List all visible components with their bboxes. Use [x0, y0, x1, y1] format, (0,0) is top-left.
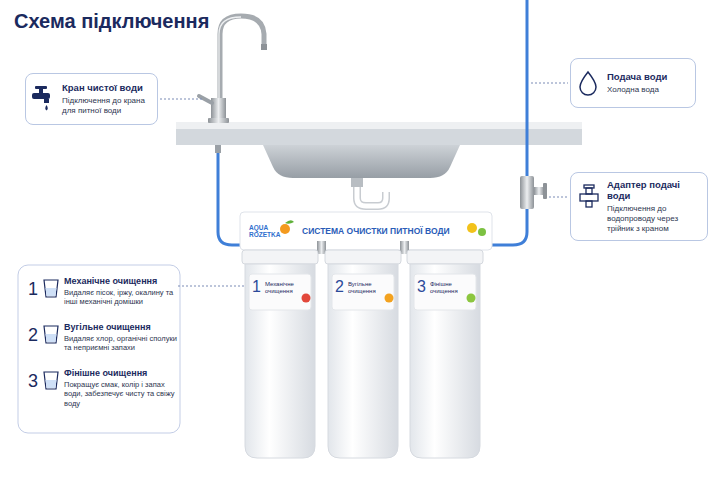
housings: [242, 250, 483, 458]
node-heading: 3: [417, 279, 426, 295]
leader-line: [549, 197, 568, 198]
node-text: Підключення до водопроводу через трійник…: [607, 204, 701, 234]
callout-box: Адаптер подачі водиПідключення до водопр…: [570, 172, 708, 241]
node-heading: Механічне очищення: [64, 276, 178, 287]
node-text: Покращує смак, колір і запах води, забез…: [64, 380, 178, 408]
callout-number: 3: [28, 372, 38, 390]
sink-bowl: [263, 145, 460, 178]
leader-connector: [178, 286, 245, 287]
header-fruit: [478, 228, 486, 236]
sticker-fruit: [467, 294, 476, 303]
filter-header: AQUA ROZETKA СИСТЕМА ОЧИСТКИ ПИТНОЇ ВОДИ: [240, 212, 492, 250]
tap-icon: [32, 86, 50, 111]
glass-icon: [44, 326, 58, 343]
filter-housing: 3 Фінішне очищення: [410, 264, 480, 458]
drop-icon: [580, 72, 596, 95]
node-heading: AQUA ROZETKA: [249, 224, 279, 238]
stage-item: Механічне очищенняВидаляє пісок, іржу, о…: [64, 276, 178, 307]
callout-box: Кран чистої водиПідключення до крана для…: [25, 73, 158, 125]
drain: [351, 178, 363, 187]
drain-trap-outline: [357, 187, 386, 206]
node-heading: 1: [252, 279, 261, 295]
housing-body: [328, 264, 398, 458]
valve-icon-outlet: [586, 201, 592, 207]
filter-housing: 2 Вугільне очищення: [328, 264, 398, 458]
faucet-base: [211, 98, 226, 120]
housing-cap: [407, 250, 483, 264]
valve-icon-handle: [584, 185, 594, 188]
countertop: [176, 122, 582, 145]
housing-body: [245, 264, 315, 458]
faucet-spout: [220, 16, 264, 100]
glass-water: [46, 380, 57, 388]
tee-branch: [534, 187, 544, 195]
glass-water: [46, 288, 57, 388]
node-text: СИСТЕМА ОЧИСТКИ ПИТНОЇ ВОДИ: [302, 226, 450, 236]
node-text: Видаляє пісок, іржу, окалину та інші мех…: [64, 288, 178, 307]
counter-edge: [176, 129, 582, 145]
valve-icon-pipe: [580, 194, 598, 201]
callout-number: 1: [28, 280, 38, 298]
counter-top: [176, 122, 582, 129]
tap-icon-handle: [35, 86, 47, 89]
faucet-collar: [208, 118, 229, 123]
sticker: [249, 274, 311, 310]
node-heading: Вугільне очищення: [64, 322, 178, 333]
node-text: Холодна вода: [607, 85, 689, 95]
logo-leaf: [285, 220, 294, 224]
node-text: Вугільне очищення: [348, 281, 382, 295]
header-fruit: [467, 223, 477, 233]
node-text: Фінішне очищення: [430, 281, 464, 295]
stage-item: Вугільне очищенняВидаляє хлор, органічні…: [64, 322, 178, 353]
sticker-fruit: [302, 294, 311, 303]
housing-body: [410, 264, 480, 458]
tap-icon-drop: [45, 105, 48, 111]
sticker-fruit: [385, 294, 394, 303]
stages-panel: [18, 265, 180, 433]
node-text: Механічне очищення: [265, 281, 299, 295]
glass-water: [46, 288, 57, 296]
filter-header: [240, 212, 492, 250]
tee-valve: [543, 183, 547, 199]
node-heading: Подача води: [607, 71, 689, 82]
glass-icon: [44, 372, 58, 389]
node-text: Видаляє хлор, органічні сполуки та непри…: [64, 334, 178, 353]
clean-water-tube: [218, 153, 241, 245]
callout-number: 2: [28, 326, 38, 344]
diagram-title: Схема підключення: [14, 10, 209, 33]
glass-icons: [44, 280, 58, 389]
faucet-shank: [215, 145, 221, 153]
callout-box: Подача водиХолодна вода: [570, 58, 696, 108]
tap-icon-spout: [44, 99, 49, 103]
node-heading: Адаптер подачі води: [607, 179, 701, 202]
node-heading: Кран чистої води: [62, 82, 151, 93]
leader-line: [531, 83, 568, 84]
valve-icon: [580, 185, 598, 207]
glass-water: [46, 334, 57, 342]
housing-cap: [325, 250, 401, 264]
stage-item: Фінішне очищенняПокращує смак, колір і з…: [64, 368, 178, 408]
filter-housing: 1 Механічне очищення: [245, 264, 315, 458]
valve-icon-stem: [586, 188, 592, 194]
inlet-tube: [491, 208, 527, 245]
supply-pipe: [526, 0, 529, 180]
sticker: [332, 274, 394, 310]
adapter-tee: [520, 176, 547, 209]
housing-cap: [242, 250, 318, 264]
leader-line: [160, 99, 204, 100]
tee-body: [520, 176, 534, 209]
node-heading: 2: [335, 279, 344, 295]
glass-icon: [44, 280, 58, 297]
faucet-highlight: [219, 17, 241, 100]
sticker: [414, 274, 476, 310]
node-heading: Фінішне очищення: [64, 368, 178, 379]
leader-lines: [160, 83, 568, 197]
faucet: [199, 16, 267, 153]
logo-fruit: [280, 224, 290, 234]
node-text: Підключення до крана для питної води: [62, 96, 151, 116]
tap-icon-body: [32, 93, 50, 99]
drain-trap: [357, 187, 386, 206]
faucet-nozzle: [261, 44, 267, 50]
